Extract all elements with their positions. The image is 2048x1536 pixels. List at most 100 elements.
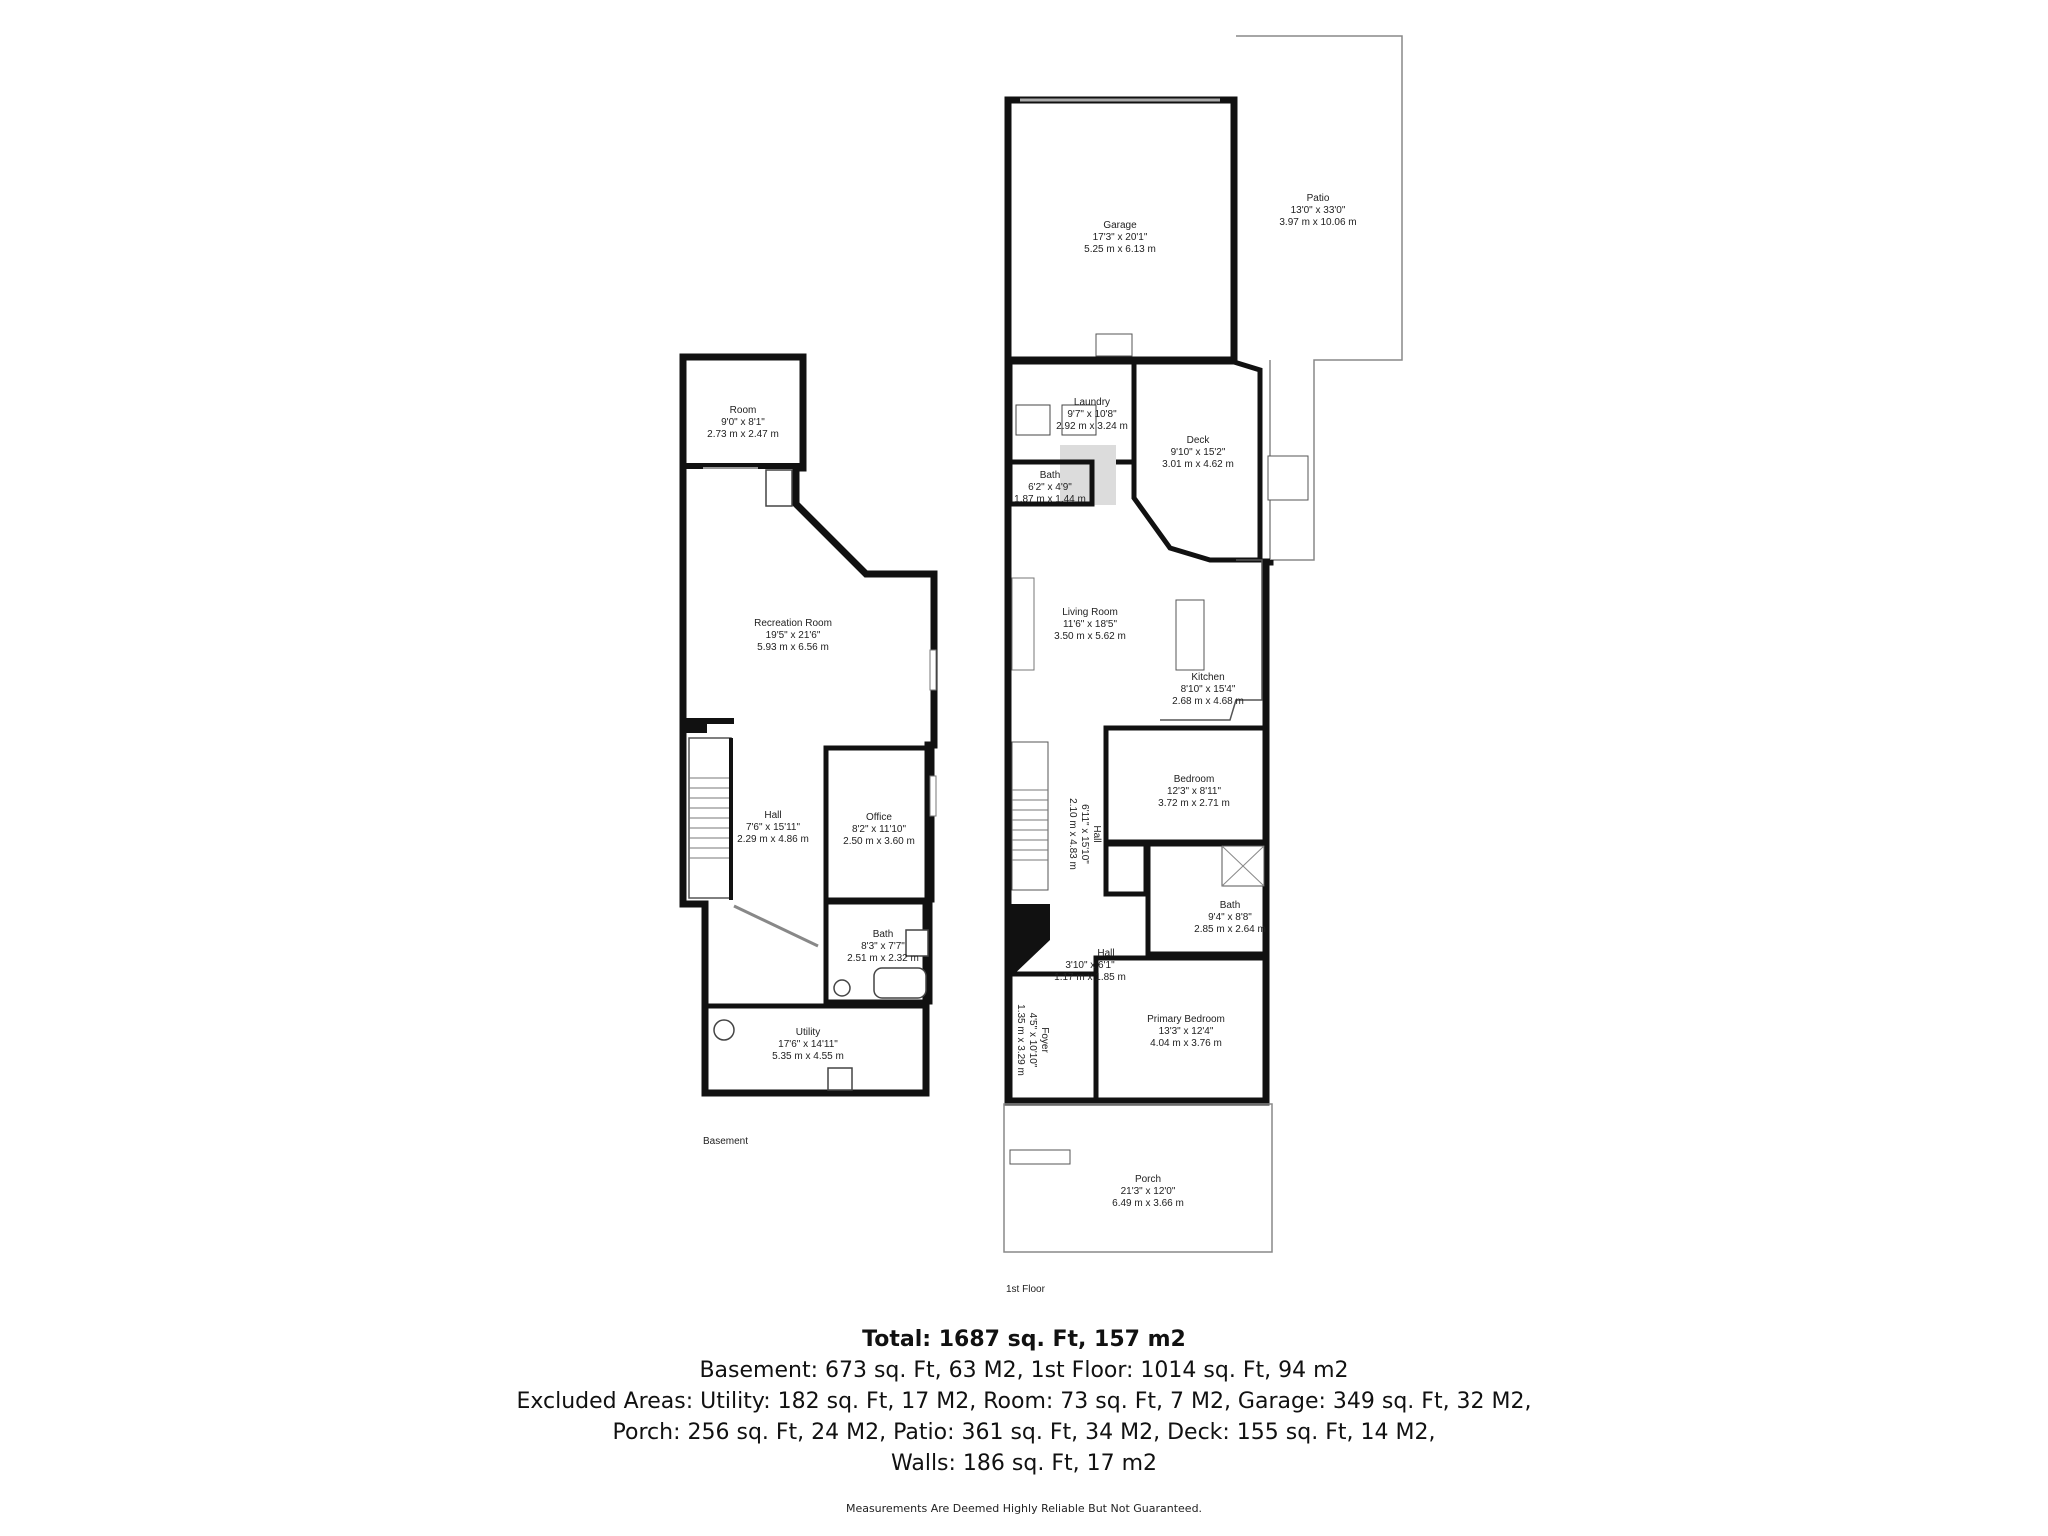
bedroom-label-name: Bedroom bbox=[1174, 774, 1215, 785]
first-floor-labels: Garage 17'3" x 20'1" 5.25 m x 6.13 m Pat… bbox=[1006, 193, 1357, 1295]
office-label-imperial: 8'2" x 11'10" bbox=[852, 824, 907, 835]
washer bbox=[1015, 404, 1051, 436]
recreation-label-metric: 5.93 m x 6.56 m bbox=[757, 642, 829, 653]
utility-fixture bbox=[827, 1067, 853, 1091]
bath1-label-imperial: 6'2" x 4'9" bbox=[1028, 482, 1072, 493]
summary-line: Walls: 186 sq. Ft, 17 m2 bbox=[891, 1451, 1157, 1476]
office-label-metric: 2.50 m x 3.60 m bbox=[843, 836, 915, 847]
bath1-label-name: Bath bbox=[1040, 470, 1061, 481]
primary-label-imperial: 13'3" x 12'4" bbox=[1159, 1026, 1214, 1037]
dryer bbox=[1061, 404, 1097, 436]
bathtub bbox=[873, 967, 927, 999]
kitchen-label-name: Kitchen bbox=[1191, 672, 1224, 683]
room-label-name: Room bbox=[730, 405, 757, 416]
first-floor-stair-treads bbox=[1012, 789, 1048, 861]
kitchen-counter bbox=[1160, 559, 1263, 721]
hallv-label-imperial: 6'11" x 15'10" bbox=[1079, 804, 1090, 864]
kitchen-label-imperial: 8'10" x 15'4" bbox=[1181, 684, 1236, 695]
laundry-label-metric: 2.92 m x 3.24 m bbox=[1056, 421, 1128, 432]
porch-label-name: Porch bbox=[1135, 1174, 1161, 1185]
total-area: Total: 1687 sq. Ft, 157 m2 bbox=[862, 1327, 1186, 1352]
deck-label-imperial: 9'10" x 15'2" bbox=[1171, 447, 1226, 458]
porch-outline bbox=[1003, 1103, 1273, 1253]
room-label-imperial: 9'0" x 8'1" bbox=[721, 417, 765, 428]
closet-door bbox=[765, 469, 793, 507]
area-summary: Total: 1687 sq. Ft, 157 m2 Basement: 673… bbox=[0, 1324, 2048, 1479]
office-window bbox=[929, 775, 937, 817]
bath-label-name: Bath bbox=[873, 929, 894, 940]
patio-label-metric: 3.97 m x 10.06 m bbox=[1279, 217, 1356, 228]
porch-label-imperial: 21'3" x 12'0" bbox=[1121, 1186, 1176, 1197]
office-label-name: Office bbox=[866, 812, 892, 823]
bath1-label-metric: 1.87 m x 1.44 m bbox=[1014, 494, 1086, 505]
first-floor-label: 1st Floor bbox=[1006, 1284, 1046, 1295]
hallv-label-name: Hall bbox=[1091, 825, 1102, 842]
hall-vertical-label: Hall 6'11" x 15'10" 2.10 m x 4.83 m bbox=[1067, 798, 1102, 870]
basement-plan bbox=[679, 353, 938, 1097]
hall-label-name: Hall bbox=[764, 810, 781, 821]
hall-label-metric: 2.29 m x 4.86 m bbox=[737, 834, 809, 845]
dark-column bbox=[683, 719, 707, 733]
summary-line: Porch: 256 sq. Ft, 24 M2, Patio: 361 sq.… bbox=[612, 1420, 1436, 1445]
basement-window bbox=[929, 649, 937, 691]
vanity bbox=[905, 929, 929, 957]
porch-steps bbox=[1009, 1149, 1071, 1165]
garage-label-imperial: 17'3" x 20'1" bbox=[1093, 232, 1148, 243]
laundry-label-imperial: 9'7" x 10'8" bbox=[1067, 409, 1117, 420]
basement-floor-label: Basement bbox=[703, 1136, 748, 1147]
garage-label-metric: 5.25 m x 6.13 m bbox=[1084, 244, 1156, 255]
summary-line: Excluded Areas: Utility: 182 sq. Ft, 17 … bbox=[516, 1389, 1532, 1414]
basement-labels: Room 9'0" x 8'1" 2.73 m x 2.47 m Recreat… bbox=[703, 405, 919, 1147]
room-label-metric: 2.73 m x 2.47 m bbox=[707, 429, 779, 440]
deck-steps bbox=[1267, 455, 1309, 501]
hallv-label-metric: 2.10 m x 4.83 m bbox=[1067, 798, 1078, 870]
laundry-label-name: Laundry bbox=[1074, 397, 1110, 408]
toilet bbox=[833, 979, 851, 997]
bedroom-label-imperial: 12'3" x 8'11" bbox=[1167, 786, 1222, 797]
foyer-label-imperial: 4'5" x 10'10" bbox=[1027, 1013, 1038, 1068]
foyer-column bbox=[1008, 904, 1050, 980]
recreation-label-imperial: 19'5" x 21'6" bbox=[766, 630, 821, 641]
kitchen-island bbox=[1175, 599, 1205, 671]
utility-label-imperial: 17'6" x 14'11" bbox=[778, 1039, 838, 1050]
garage-steps bbox=[1095, 333, 1133, 357]
foyer-label-metric: 1.35 m x 3.29 m bbox=[1015, 1004, 1026, 1076]
foyer-label-name: Foyer bbox=[1039, 1027, 1050, 1053]
primary-label-name: Primary Bedroom bbox=[1147, 1014, 1225, 1025]
shower-x2 bbox=[1221, 845, 1265, 887]
disclaimer: Measurements Are Deemed Highly Reliable … bbox=[845, 1502, 1203, 1515]
living-label-name: Living Room bbox=[1062, 607, 1118, 618]
primary-label-metric: 4.04 m x 3.76 m bbox=[1150, 1038, 1222, 1049]
hall2-label-imperial: 3'10" x 6'1" bbox=[1065, 960, 1115, 971]
bath1-walls bbox=[1007, 459, 1095, 507]
porch-label-metric: 6.49 m x 3.66 m bbox=[1112, 1198, 1184, 1209]
bedroom-walls bbox=[1103, 725, 1269, 845]
water-heater bbox=[713, 1019, 735, 1041]
living-cabinet bbox=[1011, 577, 1035, 671]
bath-label-metric: 2.51 m x 2.32 m bbox=[847, 953, 919, 964]
bath2-walls bbox=[1145, 841, 1269, 957]
living-label-metric: 3.50 m x 5.62 m bbox=[1054, 631, 1126, 642]
first-floor-stairs bbox=[1011, 741, 1049, 891]
deck-outline bbox=[1131, 359, 1263, 563]
bath-label-imperial: 8'3" x 7'7" bbox=[861, 941, 905, 952]
summary-line: Basement: 673 sq. Ft, 63 M2, 1st Floor: … bbox=[699, 1358, 1349, 1383]
basement-stair-treads bbox=[689, 777, 731, 859]
sliding-door bbox=[733, 904, 819, 948]
recreation-label-name: Recreation Room bbox=[754, 618, 832, 629]
garage-label-name: Garage bbox=[1103, 220, 1137, 231]
primary-walls bbox=[1093, 955, 1269, 1103]
closet-block bbox=[1103, 841, 1149, 897]
hall-label-imperial: 7'6" x 15'11" bbox=[746, 822, 801, 833]
bath-walls bbox=[823, 899, 933, 1005]
bedroom-label-metric: 3.72 m x 2.71 m bbox=[1158, 798, 1230, 809]
deck-label-name: Deck bbox=[1187, 435, 1211, 446]
bath2-label-name: Bath bbox=[1220, 900, 1241, 911]
kitchen-label-metric: 2.68 m x 4.68 m bbox=[1172, 696, 1244, 707]
patio-label-imperial: 13'0" x 33'0" bbox=[1291, 205, 1346, 216]
bath2-label-imperial: 9'4" x 8'8" bbox=[1208, 912, 1252, 923]
bath2-label-metric: 2.85 m x 2.64 m bbox=[1194, 924, 1266, 935]
hall2-label-metric: 1.17 m x 1.85 m bbox=[1054, 972, 1126, 983]
foyer-vertical-label: Foyer 4'5" x 10'10" 1.35 m x 3.29 m bbox=[1015, 1004, 1050, 1076]
